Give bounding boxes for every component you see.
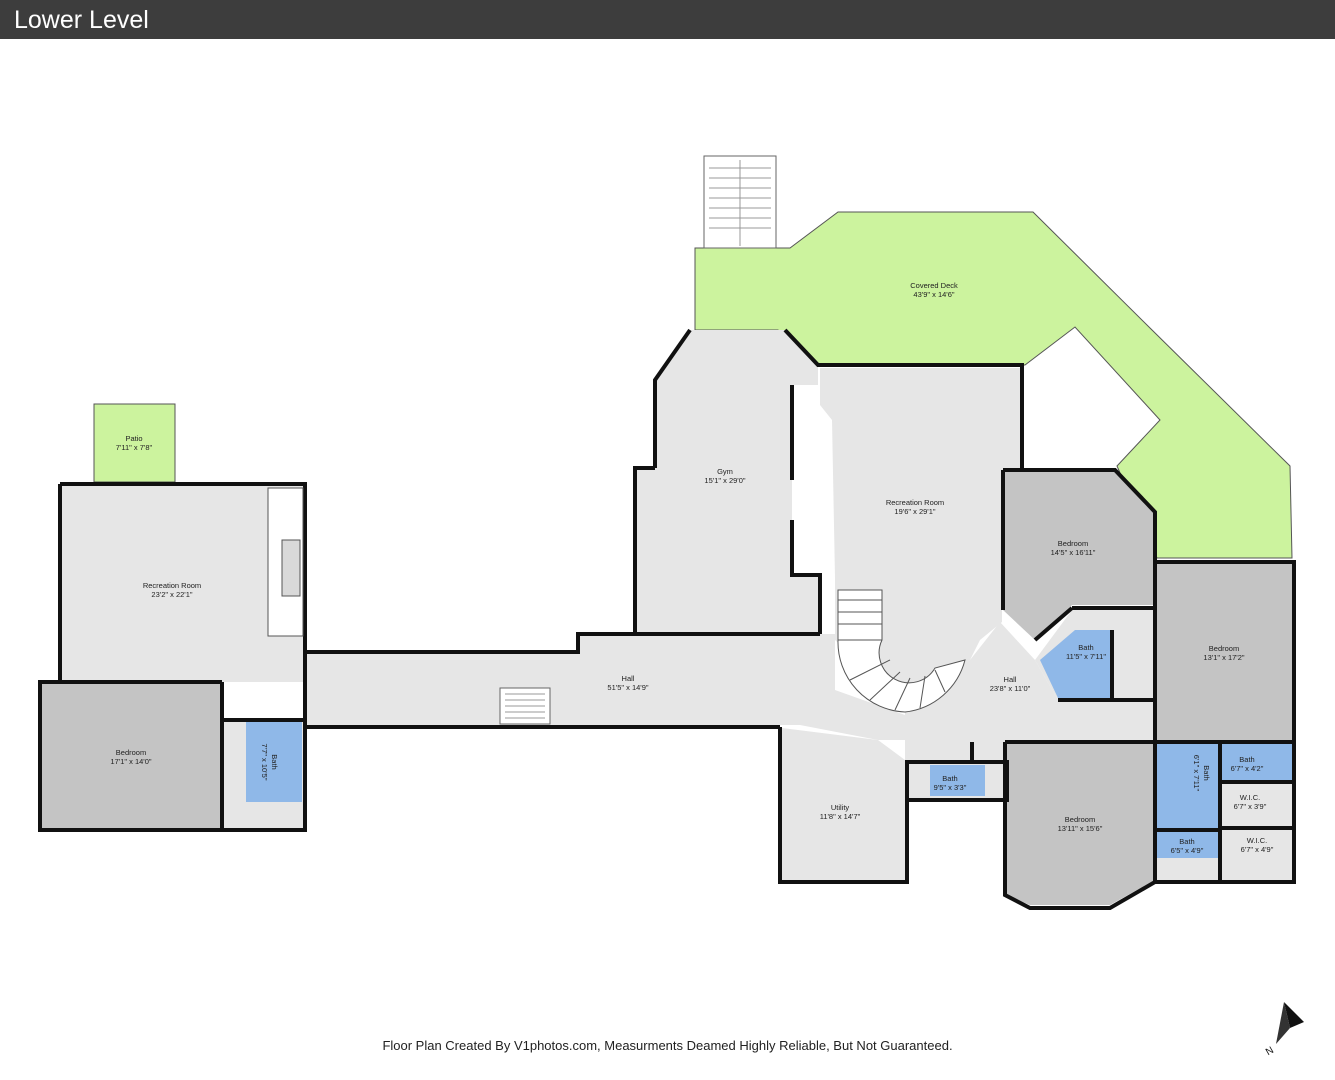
rec-center-name: Recreation Room	[886, 498, 944, 507]
bath-top-right-floor	[1222, 744, 1294, 782]
bath-vertical-floor	[1155, 744, 1220, 830]
bath-small-name: Bath	[942, 774, 957, 783]
fireplace-hearth	[281, 539, 301, 597]
gym-name: Gym	[717, 467, 733, 476]
bedroom-far-right-name: Bedroom	[1209, 644, 1239, 653]
bath-bottom-right-name: Bath	[1179, 837, 1194, 846]
spiral-stair	[837, 589, 966, 713]
bath-bottom-right-dims: 6'5" x 4'9"	[1171, 846, 1204, 855]
patio-name: Patio	[125, 434, 142, 443]
compass-label: N	[1264, 1045, 1276, 1058]
rec-left-dims: 23'2" x 22'1"	[151, 590, 192, 599]
patio-dims: 7'11" x 7'8"	[116, 443, 153, 452]
gym-floor	[635, 330, 820, 634]
bedroom-upper-right-dims: 14'5" x 16'11"	[1051, 548, 1096, 557]
rec-left-name: Recreation Room	[143, 581, 201, 590]
walls	[38, 328, 1296, 910]
page-title: Lower Level	[14, 6, 149, 34]
bedroom-bottom-right-floor	[1005, 742, 1155, 905]
wic-2-name: W.I.C.	[1247, 836, 1267, 845]
bath-left-name: Bath	[270, 754, 279, 769]
bath-vertical-name: Bath	[1202, 765, 1211, 780]
bath-bottom-right-floor	[1155, 832, 1220, 858]
bath-small-dims: 9'5" x 3'3"	[934, 783, 967, 792]
covered-deck-name: Covered Deck	[910, 281, 958, 290]
wic-1-name: W.I.C.	[1240, 793, 1260, 802]
wic-2-dims: 6'7" x 4'9"	[1241, 845, 1274, 854]
bedroom-bottom-right-name: Bedroom	[1065, 815, 1095, 824]
bath-bottom-right-lower	[1155, 858, 1220, 880]
bath-left-dims: 7'7" x 10'5"	[260, 744, 269, 781]
wic-1-floor	[1222, 784, 1294, 826]
bath-top-right-name: Bath	[1239, 755, 1254, 764]
covered-deck-dims: 43'9" x 14'6"	[913, 290, 954, 299]
bedroom-left-floor	[40, 682, 222, 830]
bath-top-right-dims: 6'7" x 4'2"	[1231, 764, 1264, 773]
bedroom-far-right-floor	[1157, 562, 1294, 742]
patio-area	[93, 403, 176, 483]
hall-right-dims: 23'8" x 11'0"	[990, 684, 1031, 693]
north-arrow-icon: N	[1264, 1002, 1304, 1058]
bath-small-blue	[930, 765, 985, 796]
utility-name: Utility	[831, 803, 850, 812]
hall-main-floor	[305, 634, 905, 740]
rec-center-dims: 19'6" x 29'1"	[894, 507, 935, 516]
hall-right-name: Hall	[1004, 675, 1017, 684]
gym-dims: 15'1" x 29'0"	[704, 476, 745, 485]
footer-disclaimer: Floor Plan Created By V1photos.com, Meas…	[382, 1038, 953, 1053]
hall-main-dims: 51'5" x 14'9"	[607, 683, 648, 692]
hall-right-floor	[905, 622, 1155, 760]
bath-master-blue	[1040, 630, 1112, 698]
bath-master-dims: 11'5" x 7'11"	[1066, 652, 1106, 661]
bath-master-name: Bath	[1078, 643, 1093, 652]
wic-2-floor	[1222, 828, 1294, 880]
bath-vertical-dims: 6'1" x 7'11"	[1192, 755, 1201, 792]
utility-dims: 11'8" x 14'7"	[820, 812, 861, 821]
bedroom-left-name: Bedroom	[116, 748, 146, 757]
rec-room-left-floor	[60, 484, 305, 682]
bedroom-left-dims: 17'1" x 14'0"	[110, 757, 151, 766]
wic-1-dims: 6'7" x 3'9"	[1234, 802, 1267, 811]
bath-left-blue	[246, 722, 302, 802]
bedroom-bottom-right-dims: 13'11" x 15'6"	[1058, 824, 1103, 833]
bedroom-upper-right-name: Bedroom	[1058, 539, 1088, 548]
header-bar: Lower Level	[0, 0, 1335, 39]
utility-floor	[782, 728, 905, 880]
bedroom-upper-right-floor	[1003, 470, 1155, 640]
hall-main-name: Hall	[622, 674, 635, 683]
bedroom-far-right-dims: 13'1" x 17'2"	[1203, 653, 1244, 662]
